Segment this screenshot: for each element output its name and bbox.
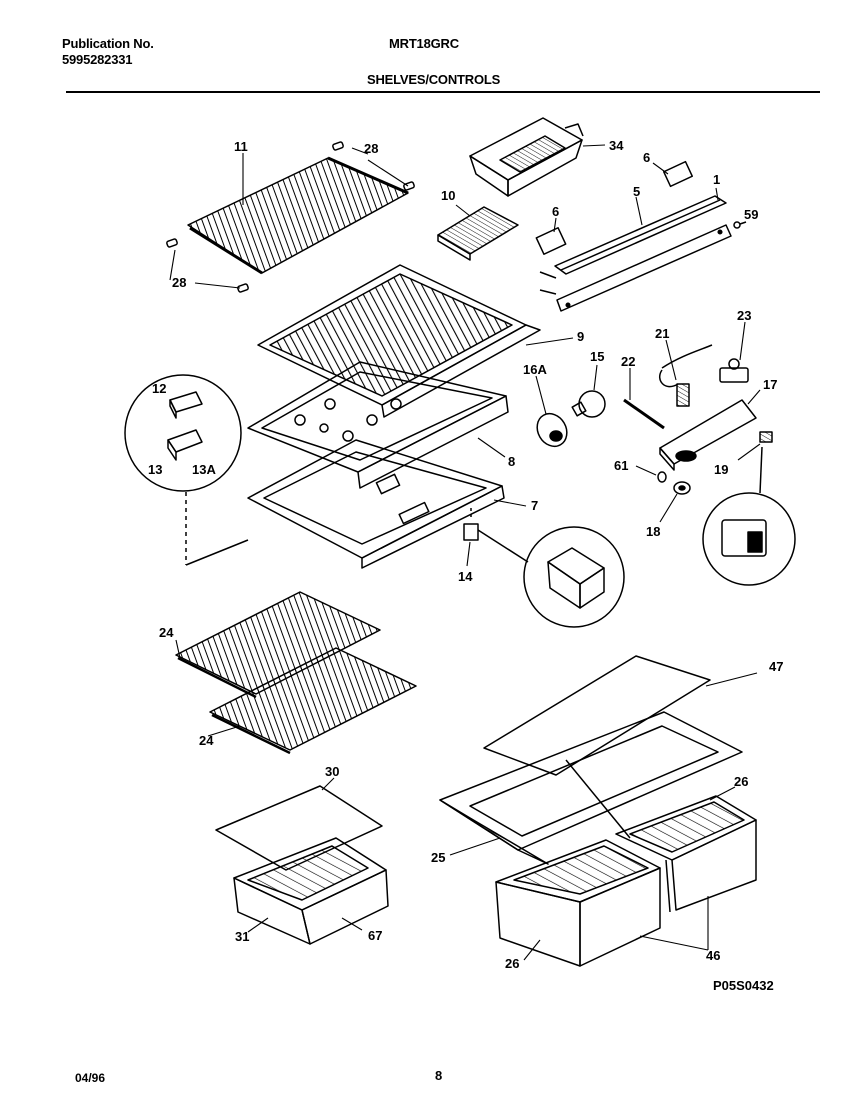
callout-8: 8 <box>508 454 515 469</box>
callout-14: 14 <box>458 569 473 584</box>
model-number: MRT18GRC <box>389 36 459 51</box>
callout-24-lower: 24 <box>199 733 214 748</box>
switch-19-detail-circle <box>702 446 796 586</box>
meat-drawer-cover-30 <box>215 785 383 871</box>
page-number: 8 <box>435 1068 443 1083</box>
callout-34: 34 <box>609 138 624 153</box>
control-housing-17 <box>659 399 757 471</box>
light-socket-16a <box>536 412 568 448</box>
rod-22 <box>623 398 665 430</box>
callout-28-bottom: 28 <box>172 275 186 290</box>
crisper-cover-7 <box>247 439 505 569</box>
callout-13: 13 <box>148 462 162 477</box>
callout-67: 67 <box>368 928 382 943</box>
callout-6-upper: 6 <box>643 150 650 165</box>
bracket-6b <box>662 160 694 188</box>
callout-1: 1 <box>713 172 720 187</box>
callout-47: 47 <box>769 659 783 674</box>
wire-shelf-24a <box>175 591 381 699</box>
callout-9: 9 <box>577 329 584 344</box>
switch-19 <box>759 431 773 443</box>
publication-number: 5995282331 <box>62 52 133 67</box>
shelf-clips <box>166 141 415 293</box>
callout-23: 23 <box>737 308 751 323</box>
light-bulb-15 <box>571 390 606 418</box>
switch-detail-circle <box>477 526 625 628</box>
callout-26-right: 26 <box>734 774 748 789</box>
crisper-frame-25 <box>439 711 743 865</box>
knob-18 <box>673 481 691 495</box>
footer-date: 04/96 <box>75 1071 106 1085</box>
section-title: SHELVES/CONTROLS <box>367 72 501 87</box>
callout-11: 11 <box>234 139 248 154</box>
callout-12: 12 <box>152 381 166 396</box>
callout-10: 10 <box>441 188 455 203</box>
knob-61 <box>657 471 667 483</box>
callout-25: 25 <box>431 850 445 865</box>
publication-label: Publication No. <box>62 36 154 51</box>
harness-21 <box>658 344 713 407</box>
callout-31: 31 <box>235 929 249 944</box>
callout-59: 59 <box>744 207 758 222</box>
header-rule <box>66 91 820 93</box>
door-bin-detail-circle <box>124 374 249 566</box>
callout-17: 17 <box>763 377 777 392</box>
callout-22: 22 <box>621 354 635 369</box>
ice-tray <box>437 206 519 261</box>
screw-59 <box>733 221 747 229</box>
control-trim-1 <box>556 224 732 312</box>
callout-26-left: 26 <box>505 956 519 971</box>
diagram-code: P05S0432 <box>713 978 774 993</box>
callout-7: 7 <box>531 498 538 513</box>
wire-shelf-24b <box>209 647 417 755</box>
wires <box>539 271 557 295</box>
callout-46: 46 <box>706 948 720 963</box>
crisper-cover-frame-8 <box>247 361 509 489</box>
callout-15: 15 <box>590 349 604 364</box>
callout-13a: 13A <box>192 462 216 477</box>
callout-16a: 16A <box>523 362 547 377</box>
callout-18: 18 <box>646 524 660 539</box>
callout-6-lower: 6 <box>552 204 559 219</box>
glass-47 <box>483 655 711 776</box>
glass-shelf-9 <box>257 264 541 418</box>
callout-19: 19 <box>714 462 728 477</box>
callout-21: 21 <box>655 326 669 341</box>
wire-shelf-upper <box>187 156 409 275</box>
callout-24-upper: 24 <box>159 625 174 640</box>
bracket-6a <box>535 227 567 255</box>
thermostat-23 <box>719 358 749 383</box>
crisper-drawer-right <box>615 795 757 913</box>
callout-30: 30 <box>325 764 339 779</box>
light-switch-14 <box>463 508 479 541</box>
callout-61: 61 <box>614 458 628 473</box>
control-trim-5 <box>554 195 727 275</box>
callout-5: 5 <box>633 184 640 199</box>
ice-bin <box>469 117 584 197</box>
crisper-drawer-left <box>495 839 661 967</box>
meat-drawer <box>233 837 389 945</box>
callout-28-top: 28 <box>364 141 378 156</box>
